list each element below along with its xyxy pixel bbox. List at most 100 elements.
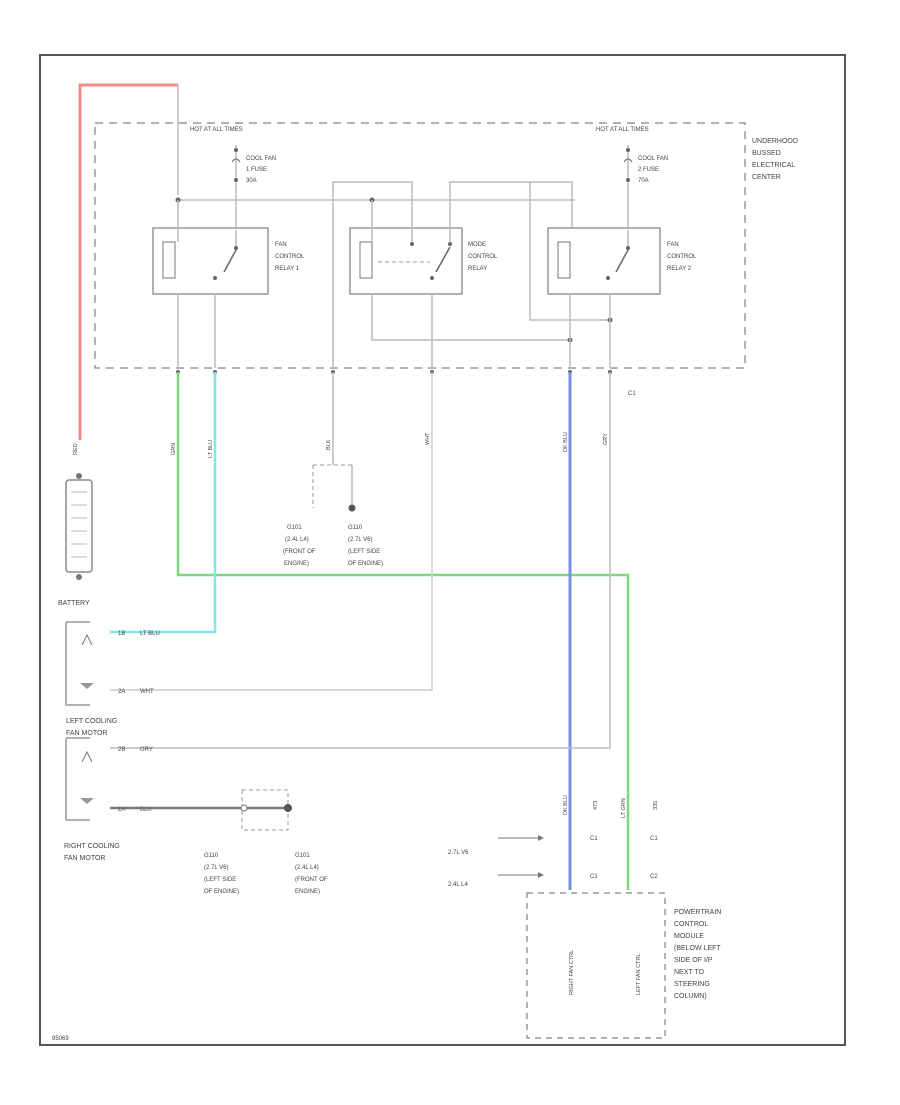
relay1-label-1: FAN xyxy=(275,242,287,248)
pcm-engine-l4: 2.4L L4 xyxy=(448,882,468,888)
gray-wire xyxy=(110,372,611,749)
diagram-code: 95069 xyxy=(52,1036,69,1042)
ground-icon xyxy=(284,804,292,812)
white-wire xyxy=(110,372,433,691)
hot-at-all-times-right: HOT AT ALL TIMES xyxy=(596,127,649,133)
wire-ltblu-label: LT BLU xyxy=(208,440,214,458)
fuse-right-terminal xyxy=(626,148,630,152)
pcm-label-8: COLUMN) xyxy=(674,993,707,1000)
wire-wht-label: WHT xyxy=(425,432,431,445)
g101-lower-1: G101 xyxy=(295,853,310,859)
wire-gry-label: GRY xyxy=(603,433,609,445)
underhood-label-2: BUSSED xyxy=(752,150,781,157)
left-cooling-fan-motor xyxy=(65,621,94,706)
right-motor-label-1: RIGHT COOLING xyxy=(64,843,120,850)
g101-lower-4: ENGINE) xyxy=(295,889,320,895)
g101-upper-3: (FRONT OF xyxy=(283,549,316,555)
g110-upper-4: OF ENGINE) xyxy=(348,561,383,567)
pcm-label-7: STEERING xyxy=(674,981,710,988)
ground-node xyxy=(240,804,248,812)
hot-at-all-times-left: HOT AT ALL TIMES xyxy=(190,127,243,133)
left-motor-wire-a: LT BLU xyxy=(140,631,160,637)
wire-dkblu-label: DK BLU xyxy=(563,432,569,452)
pcm-label-6: NEXT TO xyxy=(674,969,705,976)
fuse-left-label-3: 30A xyxy=(246,178,257,184)
pcm-circuit-1: 473 xyxy=(593,801,599,810)
arrow-icon xyxy=(538,872,544,878)
g101-lower-2: (2.4L L4) xyxy=(295,865,319,871)
connector-c1-markers xyxy=(176,370,612,374)
right-motor-wire-a: GRY xyxy=(140,747,153,753)
pcm-pin-label-2: LEFT FAN CTRL xyxy=(636,954,642,995)
pcm-pin-c1b: C1 xyxy=(590,874,598,880)
fuse-left-terminal xyxy=(234,148,238,152)
left-motor-label-1: LEFT COOLING xyxy=(66,718,117,725)
pcm-pin-c1a: C1 xyxy=(590,836,598,842)
pcm-pin-c2a: C1 xyxy=(650,836,658,842)
underhood-label-4: CENTER xyxy=(752,174,781,181)
right-motor-pin-a: 2B xyxy=(118,747,125,753)
relay-internal-wire xyxy=(371,294,570,341)
light-blue-wire xyxy=(110,372,217,634)
g101-upper-2: (2.4L L4) xyxy=(285,537,309,543)
g110-lower-3: (LEFT SIDE xyxy=(204,877,236,883)
g110-upper-3: (LEFT SIDE xyxy=(348,549,380,555)
arrow-icon xyxy=(538,835,544,841)
mode-control-relay xyxy=(332,181,573,295)
relay2-label-2: CONTROL xyxy=(667,254,697,260)
diagram-frame xyxy=(39,54,846,1046)
g101-upper-4: ENGINE) xyxy=(284,561,309,567)
underhood-center-box xyxy=(94,122,746,369)
green-wire xyxy=(176,372,630,890)
g110-lower-4: OF ENGINE) xyxy=(204,889,239,895)
relay2-label-3: RELAY 2 xyxy=(667,266,692,272)
pcm-label-4: (BELOW LEFT xyxy=(674,945,721,952)
pcm-label-2: CONTROL xyxy=(674,921,708,928)
pcm-engine-v6: 2.7L V6 xyxy=(448,850,469,856)
underhood-label-3: ELECTRICAL xyxy=(752,162,795,169)
g101-lower-3: (FRONT OF xyxy=(295,877,328,883)
left-motor-pin-a: 1B xyxy=(118,631,125,637)
pcm-label-5: SIDE OF I/P xyxy=(674,957,713,964)
left-motor-pin-b: 2A xyxy=(118,689,125,695)
wire-grn-label: GRN xyxy=(171,443,177,455)
g101-upper-1: G101 xyxy=(287,525,302,531)
fuse-left-label-2: 1 FUSE xyxy=(246,167,267,173)
mode-relay-label-2: CONTROL xyxy=(468,254,498,260)
relay2-label-1: FAN xyxy=(667,242,679,248)
underhood-label-1: UNDERHOOD xyxy=(752,138,798,145)
right-motor-wire-b: BLK xyxy=(140,807,151,813)
relay1-label-3: RELAY 1 xyxy=(275,266,300,272)
g110-upper-1: G110 xyxy=(348,525,363,531)
connector-c1-label: C1 xyxy=(628,391,636,397)
pcm-pin-c2b: C2 xyxy=(650,874,658,880)
fuse-right-label-3: 70A xyxy=(638,178,649,184)
pcm-box xyxy=(526,892,666,1039)
fuse-right-icon xyxy=(623,158,633,163)
ground-icon xyxy=(348,504,356,512)
fuse-right-label-2: 2 FUSE xyxy=(638,167,659,173)
pcm-circuit-2: 335 xyxy=(653,801,659,810)
wire-blk-label: BLK xyxy=(326,439,332,450)
left-motor-wire-b: WHT xyxy=(140,689,154,695)
battery-label: BATTERY xyxy=(58,600,90,607)
pcm-wire-dkblu: DK BLU xyxy=(563,795,569,815)
mode-relay-label-1: MODE xyxy=(468,242,486,248)
pcm-wire-grn: LT GRN xyxy=(621,798,627,818)
fuse-right-terminal xyxy=(626,178,630,182)
pcm-label-1: POWERTRAIN xyxy=(674,909,721,916)
fan-control-relay-2 xyxy=(547,227,661,295)
mode-relay-label-3: RELAY xyxy=(468,266,487,272)
battery-icon xyxy=(65,473,93,580)
fuse-left-terminal xyxy=(234,178,238,182)
right-motor-pin-b: 2A xyxy=(118,807,125,813)
pcm-pin-label-1: RIGHT FAN CTRL xyxy=(569,950,575,995)
battery-wire-label: RED xyxy=(73,443,79,455)
fan-control-relay-1 xyxy=(152,200,269,295)
fuse-right-label-1: COOL FAN xyxy=(638,156,668,162)
fuse-left-label-1: COOL FAN xyxy=(246,156,276,162)
ground-split-box xyxy=(241,789,289,831)
right-motor-label-2: FAN MOTOR xyxy=(64,855,105,862)
g110-lower-2: (2.7L V6) xyxy=(204,865,228,871)
